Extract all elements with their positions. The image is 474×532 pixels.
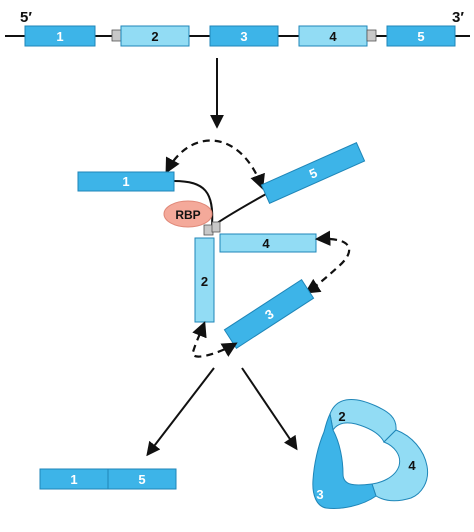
linear-product: 1 5 bbox=[39, 468, 177, 490]
rbp-label: RBP bbox=[175, 208, 200, 222]
dashed-arrow-4-3 bbox=[304, 230, 351, 294]
exon-2-mid: 2 bbox=[194, 237, 215, 323]
exon-4-top: 4 bbox=[298, 25, 368, 47]
linear-exon-1-label: 1 bbox=[70, 472, 77, 487]
exon-1-mid: 1 bbox=[77, 171, 175, 192]
exon-4-top-label: 4 bbox=[329, 29, 337, 44]
exon-1-mid-label: 1 bbox=[122, 174, 129, 189]
circ-exon-4-label: 4 bbox=[408, 458, 416, 473]
exon-3-mid: 3 bbox=[223, 279, 315, 349]
arrow-to-linear-product bbox=[146, 367, 215, 457]
exon-2-top: 2 bbox=[120, 25, 190, 47]
splice-site-mid-b bbox=[211, 221, 221, 233]
exon-4-mid: 4 bbox=[219, 233, 317, 253]
splice-site-top-b bbox=[366, 29, 377, 42]
circ-segment-4 bbox=[371, 429, 429, 502]
splicing-intermediate: 1 5 RBP 4 2 3 bbox=[77, 139, 366, 358]
exon-4-mid-label: 4 bbox=[262, 236, 270, 251]
exon-5-top: 5 bbox=[386, 25, 456, 47]
exon-5-top-label: 5 bbox=[417, 29, 424, 44]
pre-mrna: 5′ 3′ 1 2 3 4 5 bbox=[5, 9, 470, 47]
circ-exon-2-label: 2 bbox=[338, 409, 345, 424]
rbp: RBP bbox=[163, 200, 213, 228]
dashed-arrow-1-5 bbox=[165, 139, 265, 190]
circular-rna: 2 4 3 bbox=[312, 398, 429, 509]
three-prime-label: 3′ bbox=[452, 9, 464, 26]
linear-exon-5-label: 5 bbox=[138, 472, 145, 487]
exon-3-top: 3 bbox=[209, 25, 279, 47]
exon-1-top-label: 1 bbox=[56, 29, 63, 44]
exon-5-mid: 5 bbox=[260, 142, 366, 204]
circ-exon-3-label: 3 bbox=[316, 487, 323, 502]
exon-2-mid-label: 2 bbox=[201, 274, 208, 289]
exon-1-top: 1 bbox=[24, 25, 96, 47]
exon-2-top-label: 2 bbox=[151, 29, 158, 44]
linear-exon-5 bbox=[107, 468, 177, 490]
dashed-arrow-3-2 bbox=[191, 321, 238, 358]
circ-segment-3 bbox=[312, 412, 377, 509]
intron-line-b bbox=[212, 193, 267, 227]
five-prime-label: 5′ bbox=[20, 9, 32, 26]
splice-site-top-a bbox=[111, 29, 122, 42]
arrow-to-circular-product bbox=[241, 367, 298, 451]
intron-line-a bbox=[173, 180, 214, 226]
exon-3-top-label: 3 bbox=[240, 29, 247, 44]
